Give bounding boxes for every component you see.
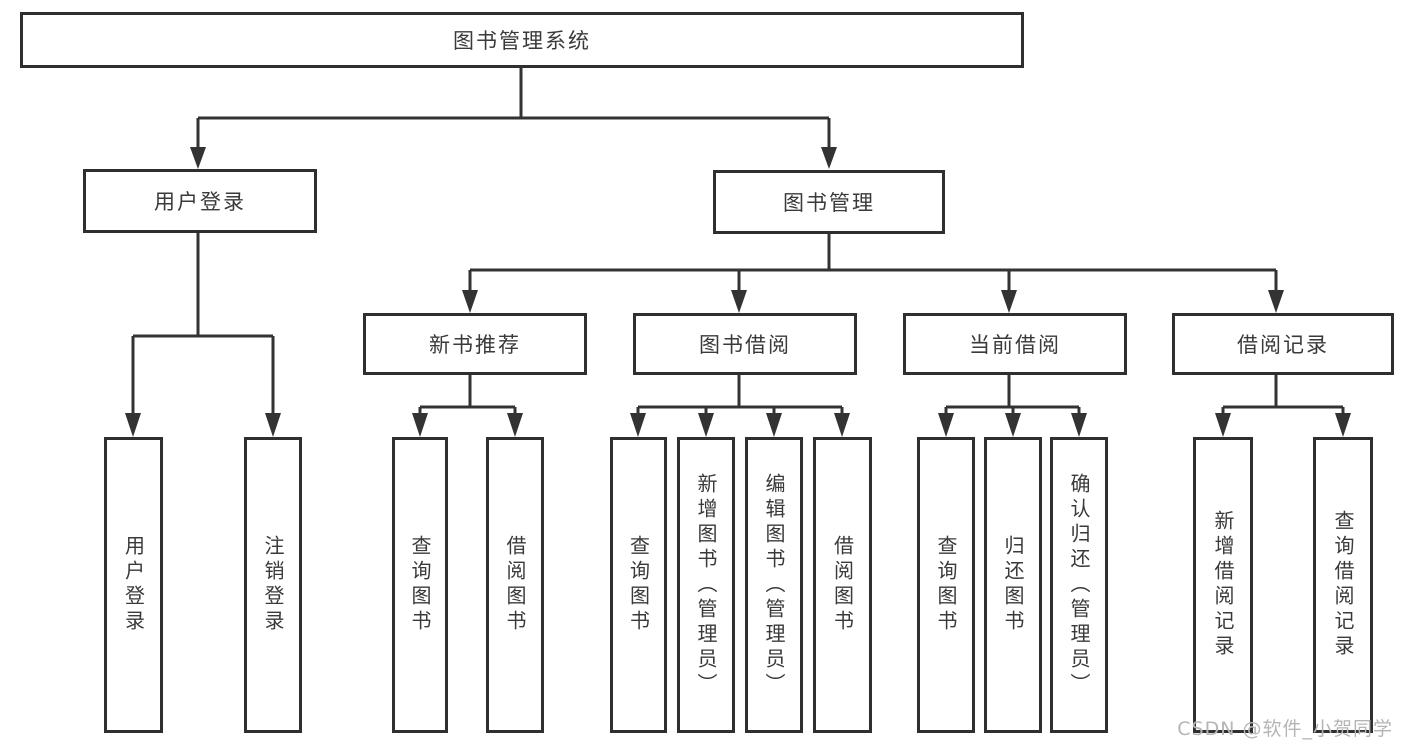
node-book-management-label: 图书管理 (783, 191, 875, 215)
leaf-borrow-borrow-books: 借阅图书 (813, 437, 872, 733)
leaf-current-return-books: 归还图书 (984, 437, 1042, 733)
leaf-records-query-record-label: 查询借阅记录 (1331, 510, 1355, 660)
leaf-records-add-record-label: 新增借阅记录 (1211, 510, 1235, 660)
leaf-recommend-borrow-books: 借阅图书 (486, 437, 544, 733)
node-user-login: 用户登录 (83, 169, 317, 233)
node-user-login-label: 用户登录 (154, 190, 246, 214)
leaf-current-return-books-label: 归还图书 (1001, 535, 1025, 635)
node-new-book-recommend-label: 新书推荐 (429, 333, 521, 357)
leaf-borrow-edit-books-admin: 编辑图书（管理员） (745, 437, 803, 733)
leaf-current-query-books-label: 查询图书 (934, 535, 958, 635)
leaf-user-login: 用户登录 (104, 437, 163, 733)
leaf-borrow-borrow-books-label: 借阅图书 (830, 535, 855, 635)
leaf-logout-label: 注销登录 (261, 535, 285, 635)
leaf-logout: 注销登录 (244, 437, 302, 733)
leaf-user-login-label: 用户登录 (121, 535, 146, 635)
leaf-current-confirm-return-admin-label: 确认归还（管理员） (1067, 472, 1091, 698)
connector-root-to-level2 (190, 68, 837, 169)
node-root-system-label: 图书管理系统 (453, 29, 591, 53)
node-root-system: 图书管理系统 (20, 12, 1024, 68)
connector-borrow-records-branch (1215, 375, 1351, 437)
node-current-borrow: 当前借阅 (903, 313, 1127, 375)
leaf-current-query-books: 查询图书 (917, 437, 975, 733)
connector-current-borrow-branch (938, 375, 1087, 437)
leaf-records-query-record: 查询借阅记录 (1313, 437, 1373, 733)
node-book-borrow-label: 图书借阅 (699, 333, 791, 357)
leaf-borrow-query-books: 查询图书 (610, 437, 667, 733)
leaf-borrow-add-books-admin-label: 新增图书（管理员） (694, 472, 718, 698)
csdn-watermark: CSDN @软件_小贺同学 (1177, 718, 1393, 740)
connector-user-login-branch (125, 233, 281, 437)
node-current-borrow-label: 当前借阅 (969, 333, 1061, 357)
leaf-borrow-query-books-label: 查询图书 (626, 535, 651, 635)
connector-book-mgmt-branch (462, 234, 1284, 313)
leaf-recommend-query-books: 查询图书 (392, 437, 448, 733)
leaf-records-add-record: 新增借阅记录 (1193, 437, 1253, 733)
connector-new-rec-branch (412, 375, 523, 437)
node-book-management: 图书管理 (713, 170, 945, 234)
node-new-book-recommend: 新书推荐 (363, 313, 587, 375)
node-borrow-records-label: 借阅记录 (1237, 333, 1329, 357)
leaf-borrow-edit-books-admin-label: 编辑图书（管理员） (762, 472, 786, 698)
node-book-borrow: 图书借阅 (633, 313, 857, 375)
leaf-recommend-query-books-label: 查询图书 (408, 535, 432, 635)
leaf-recommend-borrow-books-label: 借阅图书 (503, 535, 527, 635)
leaf-current-confirm-return-admin: 确认归还（管理员） (1050, 437, 1108, 733)
leaf-borrow-add-books-admin: 新增图书（管理员） (677, 437, 735, 733)
connector-book-borrow-branch (630, 375, 850, 437)
node-borrow-records: 借阅记录 (1172, 313, 1394, 375)
